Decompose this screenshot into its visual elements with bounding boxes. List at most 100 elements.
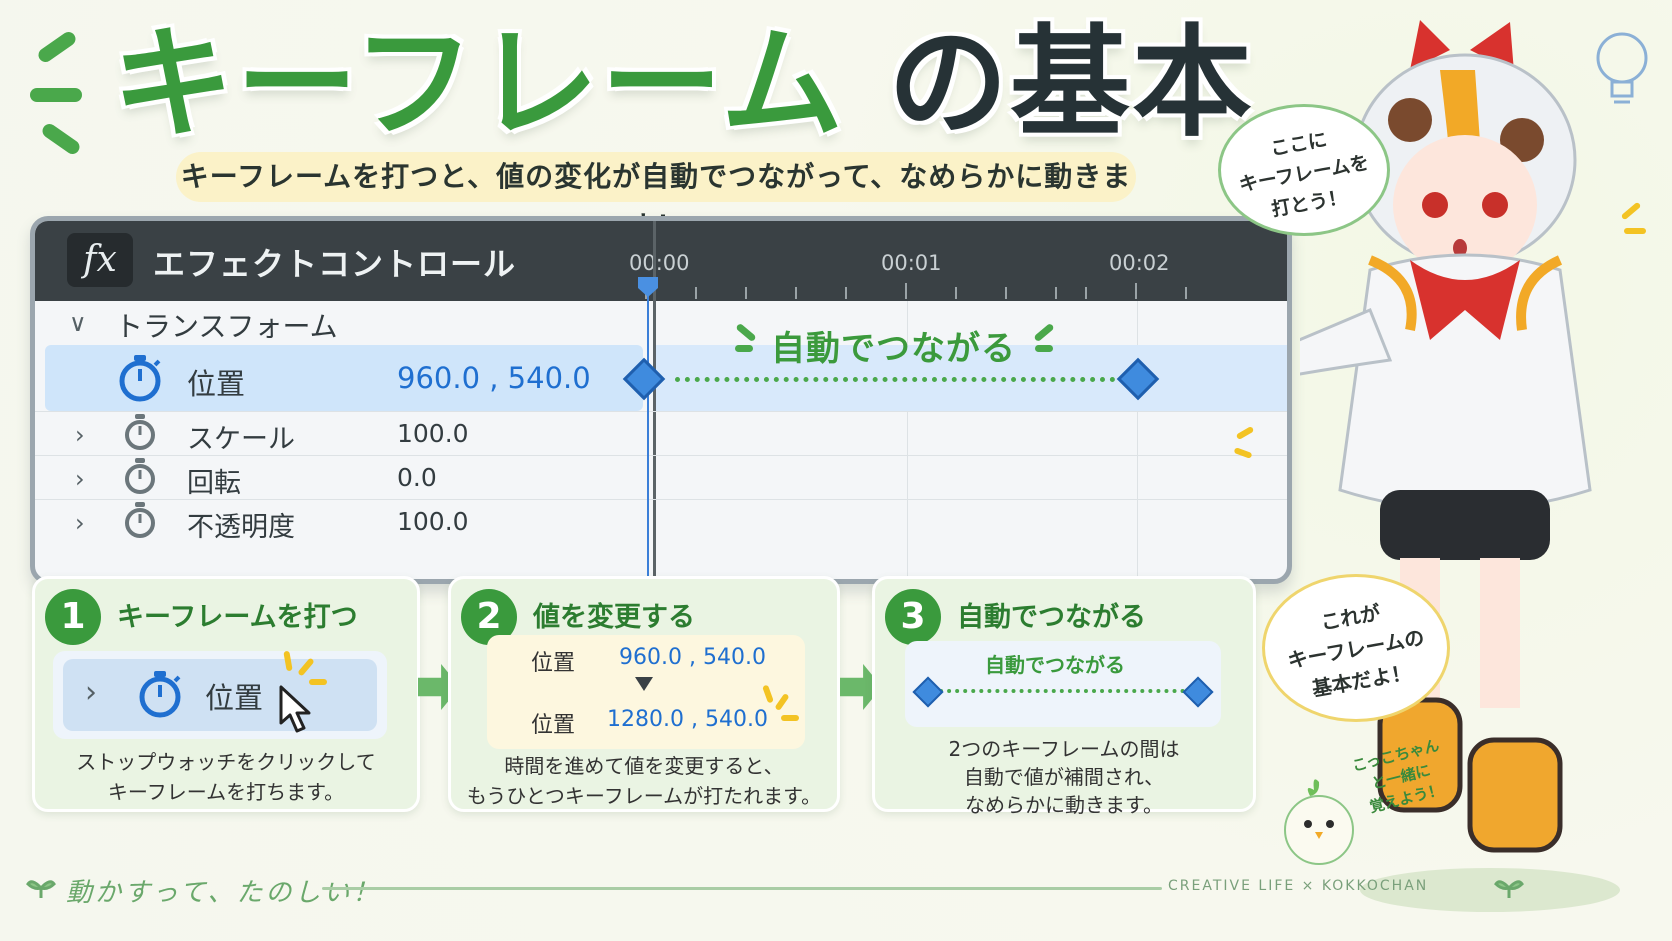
property-value-before: 960.0 , 540.0 bbox=[619, 645, 766, 670]
chick-mascot-icon bbox=[1284, 779, 1354, 865]
ruler-tick bbox=[1055, 287, 1057, 299]
ruler-tick bbox=[695, 287, 697, 299]
effect-control-panel: fx エフェクトコントロール 00:00 00:01 00:02 ∨ トランスフ… bbox=[30, 216, 1292, 584]
property-value-rotation[interactable]: 0.0 bbox=[397, 463, 437, 492]
sparkle-icon bbox=[781, 715, 799, 721]
property-label-position: 位置 bbox=[531, 651, 576, 676]
property-value-after: 1280.0 , 540.0 bbox=[607, 707, 768, 732]
page-title-suffix: の基本 bbox=[888, 14, 1254, 153]
timeline-label: 00:00 bbox=[629, 251, 690, 275]
property-value-position[interactable]: 960.0 , 540.0 bbox=[397, 361, 591, 395]
speech-bubble-hint: ここに キーフレームを 打とう！ bbox=[1218, 104, 1390, 236]
lightbulb-icon bbox=[1596, 32, 1648, 104]
keyframe-interpolation-line bbox=[675, 377, 1145, 382]
step-description-line: 自動で値が補間され、 bbox=[963, 765, 1165, 789]
panel-header bbox=[35, 221, 1287, 301]
ruler-tick bbox=[955, 287, 957, 299]
stopwatch-icon-active[interactable] bbox=[117, 353, 163, 403]
auto-connect-label: 自動でつながる bbox=[985, 653, 1125, 677]
sparkle-icon bbox=[1033, 322, 1055, 343]
chevron-right-icon[interactable]: › bbox=[85, 675, 97, 710]
footer-credit: CREATIVE LIFE × KOKKOCHAN bbox=[1168, 878, 1429, 894]
step-description: ストップウォッチをクリックして キーフレームを打ちます。 bbox=[35, 747, 417, 807]
footer-divider bbox=[322, 887, 1162, 890]
property-value-scale[interactable]: 100.0 bbox=[397, 419, 469, 448]
ruler-tick bbox=[1135, 283, 1137, 299]
property-label-position: 位置 bbox=[187, 367, 246, 401]
step-number: 3 bbox=[885, 589, 941, 645]
timeline-divider bbox=[653, 221, 656, 579]
subtitle: キーフレームを打つと、値の変化が自動でつながって、なめらかに動きます！ bbox=[176, 152, 1136, 243]
keyframe-interpolation-line bbox=[931, 689, 1201, 693]
step-title: キーフレームを打つ bbox=[117, 602, 358, 633]
sparkle-icon bbox=[774, 692, 790, 712]
step3-illustration: 自動でつながる bbox=[905, 641, 1221, 727]
step-description-line: 2つのキーフレームの間は bbox=[948, 737, 1180, 761]
stopwatch-icon[interactable] bbox=[123, 413, 157, 451]
sparkle-icon bbox=[762, 684, 774, 704]
sparkle-icon bbox=[39, 121, 83, 157]
step-description-line: 時間を進めて値を変更すると、 bbox=[504, 754, 784, 778]
page-title-main: キーフレーム bbox=[112, 13, 846, 155]
step-card-1: 1 キーフレームを打つ › 位置 ストップウォッチをクリックして キーフレームを… bbox=[32, 576, 420, 812]
sparkle-icon bbox=[1035, 345, 1053, 352]
step2-illustration: 位置 960.0 , 540.0 位置 1280.0 , 540.0 bbox=[487, 635, 805, 749]
speech-bubble-summary: これが キーフレームの 基本だよ！ bbox=[1262, 574, 1450, 722]
ruler-tick bbox=[745, 287, 747, 299]
ruler-tick bbox=[845, 287, 847, 299]
sprout-icon bbox=[1494, 880, 1524, 898]
chevron-right-icon[interactable]: › bbox=[75, 509, 85, 537]
panel-title: エフェクトコントロール bbox=[153, 245, 517, 283]
ruler-tick bbox=[1185, 287, 1187, 299]
property-label-position: 位置 bbox=[531, 713, 576, 738]
step-description: 時間を進めて値を変更すると、 もうひとつキーフレームが打たれます。 bbox=[451, 751, 837, 811]
chevron-right-icon[interactable]: › bbox=[75, 465, 85, 493]
step1-illustration: › 位置 bbox=[53, 650, 387, 739]
row-divider bbox=[35, 499, 1287, 500]
playhead[interactable] bbox=[647, 281, 649, 579]
step-card-3: 3 自動でつながる 自動でつながる 2つのキーフレームの間は 自動で値が補間され… bbox=[872, 576, 1256, 817]
sparkle-icon bbox=[35, 29, 79, 65]
row-divider bbox=[35, 411, 1287, 412]
footer-tagline: 動かすって、たのしい！ bbox=[66, 878, 382, 908]
group-label-transform[interactable]: トランスフォーム bbox=[115, 310, 338, 343]
step-description: 2つのキーフレームの間は 自動で値が補間され、 なめらかに動きます。 bbox=[875, 735, 1253, 819]
step-number: 1 bbox=[45, 589, 101, 645]
step-title: 値を変更する bbox=[533, 602, 695, 633]
sparkle-icon bbox=[30, 88, 82, 102]
mascot-character-illustration bbox=[1300, 20, 1620, 912]
step-description-line: キーフレームを打ちます。 bbox=[107, 780, 345, 804]
timeline-grid-line bbox=[1137, 301, 1138, 579]
mouse-cursor-icon bbox=[279, 685, 311, 733]
step-description-line: もうひとつキーフレームが打たれます。 bbox=[466, 784, 822, 808]
stopwatch-icon[interactable] bbox=[123, 457, 157, 495]
property-row-position[interactable] bbox=[63, 659, 377, 731]
stopwatch-icon-active[interactable] bbox=[137, 669, 183, 719]
chevron-down-icon[interactable]: ∨ bbox=[69, 309, 87, 337]
playhead-handle[interactable] bbox=[638, 277, 658, 297]
step-description-line: ストップウォッチをクリックして bbox=[76, 750, 376, 774]
ruler-tick bbox=[1085, 287, 1087, 299]
property-label-rotation: 回転 bbox=[187, 468, 241, 499]
keyframe-diamond-start bbox=[912, 676, 944, 708]
property-value-opacity[interactable]: 100.0 bbox=[397, 507, 469, 536]
row-divider bbox=[35, 455, 1287, 456]
fx-icon: fx bbox=[67, 233, 133, 287]
sparkle-icon bbox=[735, 322, 757, 343]
timeline-label: 00:02 bbox=[1109, 251, 1170, 275]
step-title: 自動でつながる bbox=[957, 602, 1146, 633]
sprout-icon bbox=[26, 880, 56, 898]
timeline-grid-line bbox=[907, 301, 908, 579]
auto-connect-label: 自動でつながる bbox=[771, 329, 1016, 369]
ruler-tick bbox=[1005, 287, 1007, 299]
sparkle-icon bbox=[309, 679, 327, 685]
triangle-down-icon bbox=[635, 677, 653, 691]
property-label-position: 位置 bbox=[205, 681, 264, 715]
keyframe-diamond-end bbox=[1182, 676, 1214, 708]
property-label-scale: スケール bbox=[187, 424, 295, 455]
property-label-opacity: 不透明度 bbox=[187, 512, 295, 543]
stopwatch-icon[interactable] bbox=[123, 501, 157, 539]
chevron-right-icon[interactable]: › bbox=[75, 421, 85, 449]
sparkle-icon bbox=[1624, 228, 1646, 234]
ruler-tick bbox=[905, 283, 907, 299]
